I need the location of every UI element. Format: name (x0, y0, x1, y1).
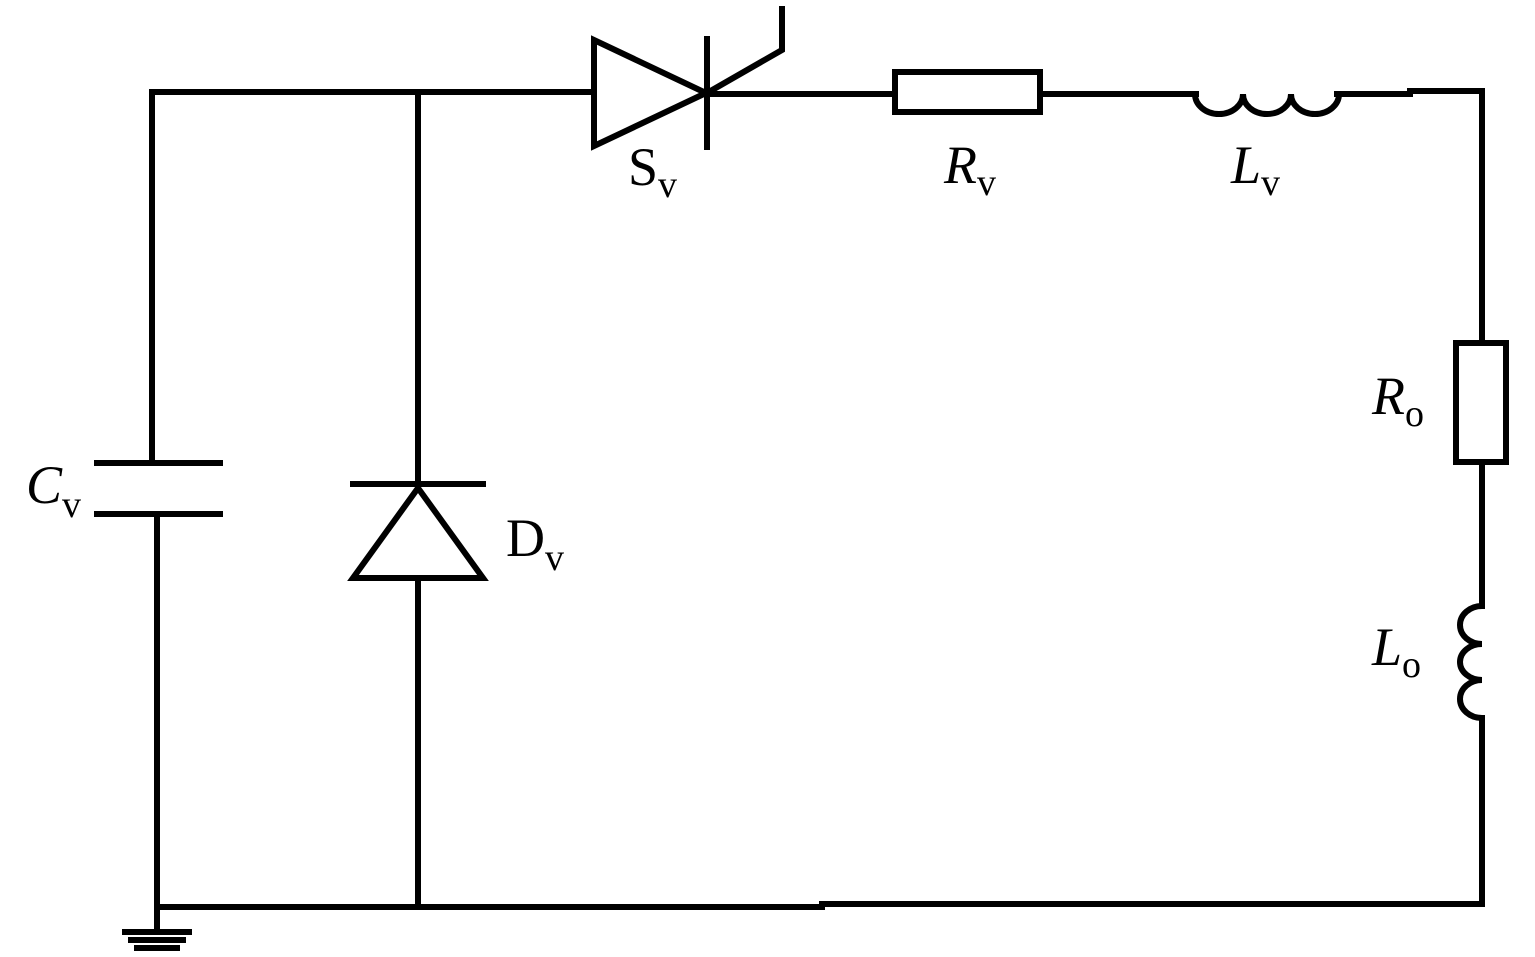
inductor-o-label: Lo (1371, 617, 1421, 686)
capacitor-label: Cv (26, 455, 81, 526)
wires (149, 88, 1485, 910)
resistor-icon (892, 69, 1043, 115)
resistor-v-label: Rv (943, 135, 996, 204)
resistor-o-label: Ro (1371, 366, 1424, 435)
thyristor-label: Sv (628, 137, 677, 206)
bottom-right-wire (154, 511, 1485, 910)
capacitor-icon (94, 460, 223, 517)
resistor-icon (1453, 340, 1509, 465)
inductor-icon (1192, 93, 1342, 117)
diode-label: Dv (506, 508, 564, 579)
thyristor-label-subscript: v (658, 164, 677, 206)
top-left-wire (149, 89, 595, 466)
inductor-o-label-subscript: o (1402, 644, 1421, 686)
inductor-v-label-subscript: v (1261, 162, 1280, 204)
resistor-o-label-subscript: o (1405, 393, 1424, 435)
thyristor-icon (591, 6, 785, 151)
diode-icon (347, 481, 489, 581)
resistor-v-label-subscript: v (977, 162, 996, 204)
right-top-wire (1334, 88, 1485, 346)
ground-icon (122, 907, 192, 951)
inductor-v-label: Lv (1230, 135, 1280, 204)
capacitor-label-subscript: v (62, 484, 81, 526)
inductor-icon (1457, 603, 1483, 721)
diode-label-subscript: v (545, 537, 564, 579)
